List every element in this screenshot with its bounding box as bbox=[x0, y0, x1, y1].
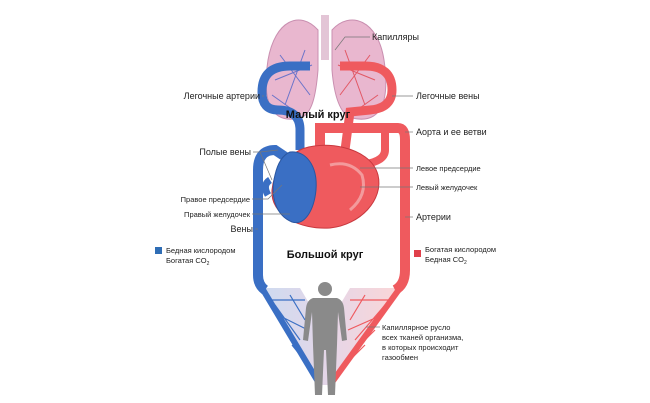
legend-arterial: Богатая кислородом Бедная CO2 bbox=[414, 245, 496, 266]
legend-text: Бедная кислородом bbox=[166, 246, 236, 255]
lungs bbox=[265, 15, 387, 120]
capillary-bed-line: всех тканей организма, bbox=[382, 333, 463, 342]
aorta-vessel bbox=[315, 123, 410, 295]
pulmonary-artery-vessel bbox=[257, 61, 310, 150]
label-pulmonary-circuit: Малый круг bbox=[286, 109, 351, 121]
label-capillaries: Капилляры bbox=[372, 32, 419, 42]
svg-text:Бедная CO2: Бедная CO2 bbox=[425, 255, 467, 266]
label-pulmonary-veins: Легочные вены bbox=[416, 91, 480, 101]
svg-text:Богатая CO2: Богатая CO2 bbox=[166, 256, 210, 267]
label-aorta: Аорта и ее ветви bbox=[416, 127, 487, 137]
legend-text: Богатая кислородом bbox=[425, 245, 496, 254]
human-silhouette-icon bbox=[303, 282, 347, 395]
label-right-atrium: Правое предсердие bbox=[181, 195, 250, 204]
label-left-atrium: Левое предсердие bbox=[416, 164, 481, 173]
label-arteries: Артерии bbox=[416, 212, 451, 222]
legend-subscript: 2 bbox=[207, 261, 210, 267]
label-systemic-circuit: Большой круг bbox=[287, 249, 364, 261]
legend-subscript: 2 bbox=[464, 260, 467, 266]
legend-text: Бедная CO bbox=[425, 255, 464, 264]
label-capillary-bed: Капиллярное русло всех тканей организма,… bbox=[382, 323, 463, 362]
label-right-ventricle: Правый желудочек bbox=[184, 210, 251, 219]
capillary-bed-line: Капиллярное русло bbox=[382, 323, 450, 332]
leader-lines bbox=[252, 36, 413, 328]
capillary-bed-line: газообмен bbox=[382, 353, 418, 362]
label-left-ventricle: Левый желудочек bbox=[416, 183, 478, 192]
label-veins: Вены bbox=[231, 224, 253, 234]
capillary-bed-line: в которых происходит bbox=[382, 343, 459, 352]
legend-swatch-blue bbox=[155, 247, 162, 254]
pulmonary-vein-vessel bbox=[340, 61, 397, 151]
label-vena-cava: Полые вены bbox=[199, 147, 251, 157]
legend-swatch-red bbox=[414, 250, 421, 257]
legend-text: Богатая CO bbox=[166, 256, 207, 265]
legend-venous: Бедная кислородом Богатая CO2 bbox=[155, 246, 236, 267]
label-pulmonary-arteries: Легочные артерии bbox=[184, 91, 260, 101]
heart bbox=[271, 144, 380, 229]
